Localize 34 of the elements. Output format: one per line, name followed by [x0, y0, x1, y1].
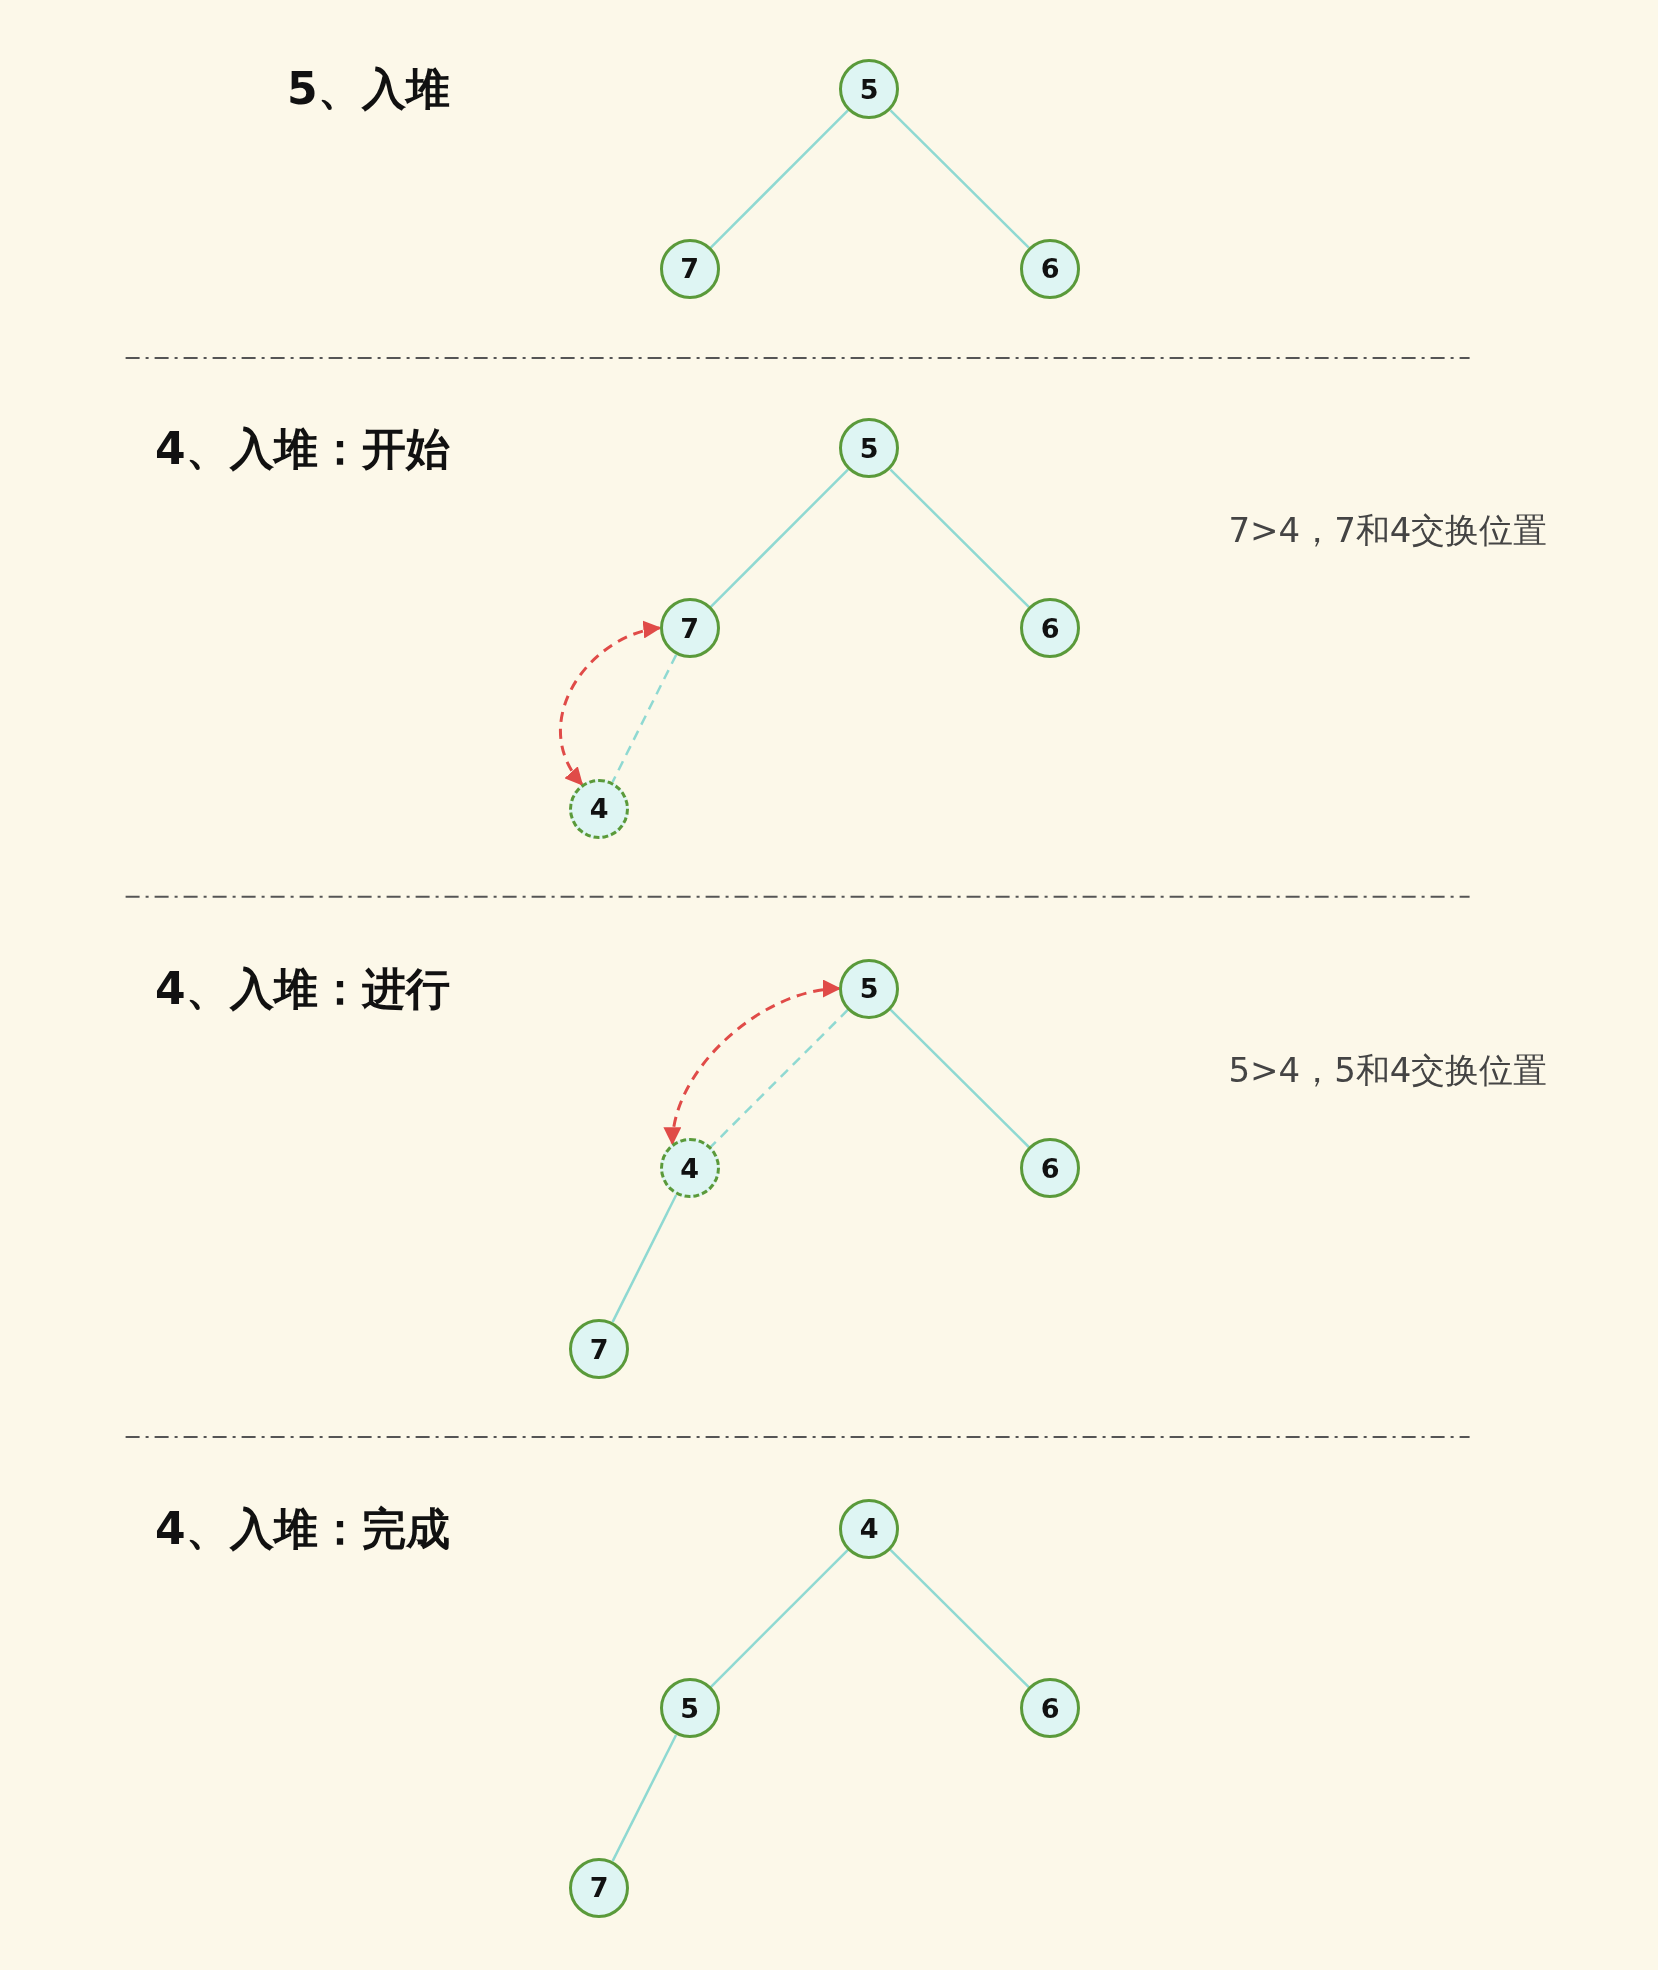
step-heading: 5、入堆 [287, 62, 450, 117]
tree-node-circle: 5 [659, 1678, 720, 1739]
tree-node-circle: 4 [659, 1138, 720, 1199]
tree-node-circle: 5 [839, 59, 900, 120]
tree-edge [709, 1008, 849, 1148]
step-heading: 4、入堆：完成 [155, 1501, 450, 1556]
note-text: 7>4，7和4交换位置 [1228, 509, 1548, 553]
tree-node-circle: 5 [839, 958, 900, 1019]
tree-node-circle: 6 [1020, 1138, 1081, 1199]
tree-edge [709, 468, 849, 608]
tree-node-circle: 4 [839, 1498, 900, 1559]
step-heading: 4、入堆：开始 [155, 421, 450, 476]
tree-edge [611, 1194, 678, 1323]
tree-edge [611, 1734, 678, 1862]
step-heading: 4、入堆：进行 [155, 961, 450, 1016]
tree-node-circle: 7 [569, 1857, 630, 1918]
tree-node-circle: 7 [659, 598, 720, 658]
tree-node-circle: 6 [1020, 238, 1081, 299]
tree-edge [889, 468, 1030, 608]
tree-node-circle: 6 [1020, 598, 1081, 658]
tree-node-circle: 7 [659, 238, 720, 299]
tree-node-circle: 7 [569, 1319, 630, 1379]
tree-node-circle: 5 [839, 418, 900, 479]
tree-edge [709, 1548, 849, 1688]
tree-edge [889, 1548, 1030, 1688]
tree-edge [709, 109, 849, 249]
swap-arrow [559, 622, 662, 786]
tree-node-circle: 6 [1020, 1678, 1081, 1739]
tree-edge [611, 654, 678, 783]
tree-edge [889, 1008, 1030, 1148]
tree-node-circle: 4 [569, 778, 630, 839]
tree-edge [889, 109, 1030, 249]
swap-arrow [665, 980, 841, 1146]
note-text: 5>4，5和4交换位置 [1228, 1049, 1548, 1093]
